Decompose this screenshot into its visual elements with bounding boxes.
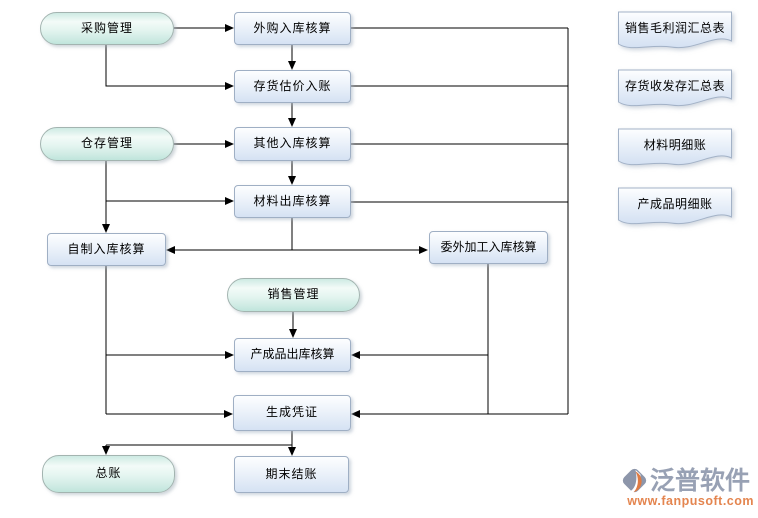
node-other-inbound-label: 其他入库核算 (253, 136, 332, 151)
node-outsourcing-inbound-label: 委外加工入库核算 (440, 239, 537, 254)
report-label: 产成品明细账 (637, 197, 713, 211)
node-purchase-management-label: 采购管理 (80, 20, 133, 35)
report-material-subledger: 材料明细账 (617, 127, 733, 171)
node-sales-management: 销售管理 (227, 278, 360, 312)
report-label: 销售毛利润汇总表 (624, 21, 725, 35)
report-finished-goods-subledger: 产成品明细账 (617, 186, 733, 230)
node-purchase-management: 采购管理 (40, 12, 174, 45)
brand-name: 泛普软件 (650, 466, 751, 495)
fanpu-logo-icon (622, 468, 647, 493)
node-outsourcing-inbound: 委外加工入库核算 (429, 231, 548, 264)
node-self-made-inbound: 自制入库核算 (47, 233, 166, 266)
node-finished-goods-outbound: 产成品出库核算 (234, 338, 351, 372)
document-shape-icon (618, 69, 732, 107)
node-generate-voucher: 生成凭证 (233, 395, 351, 431)
node-warehouse-management: 仓存管理 (40, 127, 174, 161)
node-finished-goods-outbound-label: 产成品出库核算 (250, 347, 335, 362)
node-external-purchase-inbound-label: 外购入库核算 (253, 20, 332, 35)
report-sales-gross-profit-summary: 销售毛利润汇总表 (617, 10, 733, 54)
document-shape-icon (618, 11, 732, 49)
node-inventory-valuation-entry: 存货估价入账 (234, 70, 351, 103)
report-label: 存货收发存汇总表 (624, 79, 725, 93)
node-general-ledger: 总账 (42, 455, 175, 493)
report-label: 材料明细账 (643, 138, 707, 152)
node-warehouse-management-label: 仓存管理 (80, 136, 133, 151)
node-material-outbound: 材料出库核算 (234, 185, 351, 218)
report-inventory-in-out-summary: 存货收发存汇总表 (617, 68, 733, 112)
node-period-end-closing: 期末结账 (234, 456, 349, 493)
node-other-inbound: 其他入库核算 (234, 127, 351, 161)
node-period-end-closing-label: 期末结账 (265, 466, 318, 481)
node-material-outbound-label: 材料出库核算 (253, 193, 332, 208)
node-sales-management-label: 销售管理 (267, 287, 320, 302)
node-inventory-valuation-entry-label: 存货估价入账 (253, 78, 332, 93)
document-shape-icon (618, 128, 732, 166)
document-shape-icon (618, 187, 732, 225)
node-self-made-inbound-label: 自制入库核算 (67, 241, 146, 256)
brand-website: www.fanpusoft.com (627, 494, 754, 508)
node-external-purchase-inbound: 外购入库核算 (234, 12, 351, 45)
fanpu-brand-watermark: 泛普软件 www.fanpusoft.com (620, 465, 754, 513)
node-general-ledger-label: 总账 (95, 466, 122, 481)
node-generate-voucher-label: 生成凭证 (265, 405, 318, 420)
